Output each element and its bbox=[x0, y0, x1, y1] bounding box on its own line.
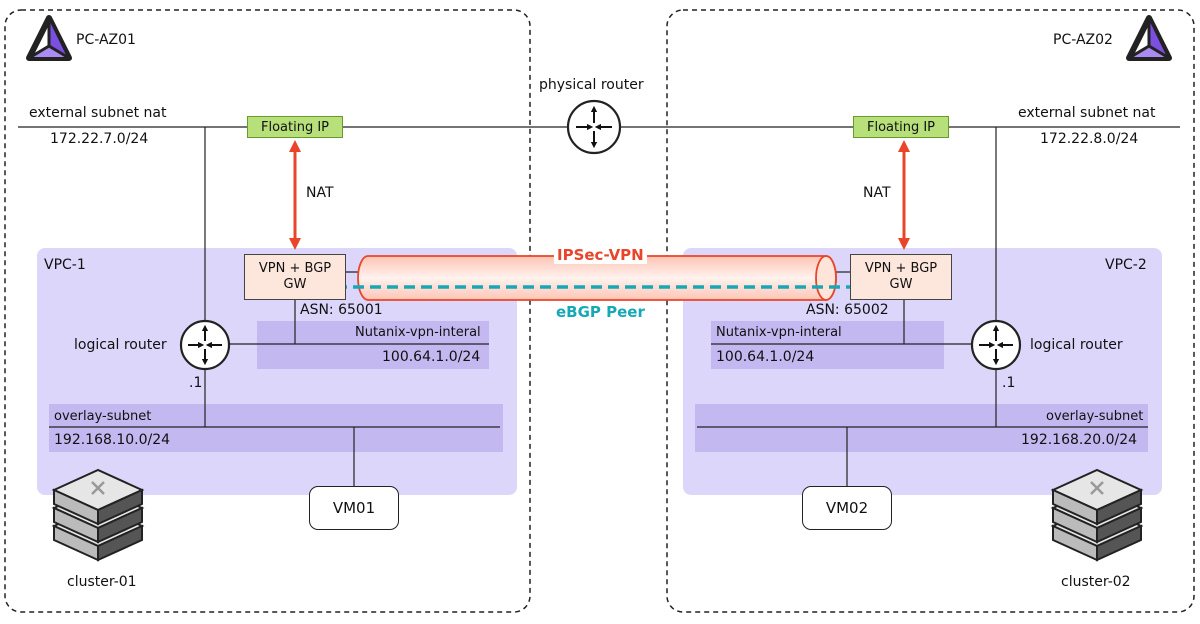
vpn-subnet-cidr-left: 100.64.1.0/24 bbox=[382, 349, 481, 365]
overlay-subnet-band-right bbox=[695, 404, 1148, 452]
nat-label-left: NAT bbox=[306, 185, 334, 201]
prism-central-logo-icon bbox=[26, 15, 72, 61]
overlay-subnet-band-left bbox=[49, 404, 503, 452]
physical-router-icon bbox=[566, 99, 622, 155]
zone-title-left: PC-AZ01 bbox=[76, 32, 136, 48]
ipsec-vpn-label: IPSec-VPN bbox=[554, 246, 647, 264]
external-subnet-label-left: external subnet nat bbox=[29, 105, 167, 121]
vpn-bgp-gateway-right: VPN + BGP GW bbox=[850, 254, 952, 300]
nat-label-right: NAT bbox=[863, 185, 891, 201]
overlay-subnet-name-right: overlay-subnet bbox=[1046, 409, 1144, 424]
cluster-label-left: cluster-01 bbox=[67, 574, 137, 590]
ebgp-peer-label: eBGP Peer bbox=[556, 303, 645, 321]
az-boundary-left bbox=[4, 9, 531, 613]
physical-router-label: physical router bbox=[539, 77, 644, 93]
external-subnet-label-right: external subnet nat bbox=[1018, 105, 1156, 121]
vm-box-left: VM01 bbox=[309, 486, 399, 530]
zone-title-right: PC-AZ02 bbox=[1053, 32, 1113, 48]
vm-box-right: VM02 bbox=[802, 486, 892, 530]
vpc-name-right: VPC-2 bbox=[1105, 257, 1147, 273]
logical-router-label-left: logical router bbox=[74, 337, 167, 353]
logical-router-icon-right bbox=[970, 319, 1022, 371]
cluster-server-icon-left bbox=[51, 468, 145, 562]
vpn-subnet-name-left: Nutanix-vpn-interal bbox=[355, 325, 481, 340]
prism-central-logo-icon bbox=[1126, 15, 1172, 61]
gateway-label-line2: GW bbox=[283, 277, 307, 292]
gateway-label-line1: VPN + BGP bbox=[864, 261, 938, 276]
cluster-label-right: cluster-02 bbox=[1061, 574, 1131, 590]
gateway-label-line2: GW bbox=[889, 277, 913, 292]
gateway-label-line1: VPN + BGP bbox=[258, 261, 332, 276]
logical-router-ip-left: .1 bbox=[189, 375, 203, 391]
external-subnet-cidr-left: 172.22.7.0/24 bbox=[50, 131, 149, 147]
vpn-subnet-band-right bbox=[711, 321, 944, 369]
vpn-subnet-band-left bbox=[257, 321, 489, 369]
vpc-name-left: VPC-1 bbox=[44, 257, 86, 273]
overlay-subnet-cidr-left: 192.168.10.0/24 bbox=[54, 432, 171, 448]
overlay-subnet-cidr-right: 192.168.20.0/24 bbox=[1021, 432, 1138, 448]
asn-label-left: ASN: 65001 bbox=[300, 302, 383, 318]
vpn-bgp-gateway-left: VPN + BGP GW bbox=[244, 254, 346, 300]
asn-label-right: ASN: 65002 bbox=[806, 302, 889, 318]
cluster-server-icon-right bbox=[1050, 468, 1144, 562]
floating-ip-box-left: Floating IP bbox=[247, 116, 343, 138]
vpn-subnet-cidr-right: 100.64.1.0/24 bbox=[716, 349, 815, 365]
vpn-subnet-name-right: Nutanix-vpn-interal bbox=[716, 325, 842, 340]
az-boundary-right bbox=[666, 9, 1195, 613]
floating-ip-box-right: Floating IP bbox=[853, 116, 949, 138]
overlay-subnet-name-left: overlay-subnet bbox=[54, 409, 152, 424]
logical-router-ip-right: .1 bbox=[1002, 375, 1016, 391]
external-subnet-cidr-right: 172.22.8.0/24 bbox=[1040, 131, 1139, 147]
logical-router-icon-left bbox=[179, 319, 231, 371]
logical-router-label-right: logical router bbox=[1030, 337, 1123, 353]
